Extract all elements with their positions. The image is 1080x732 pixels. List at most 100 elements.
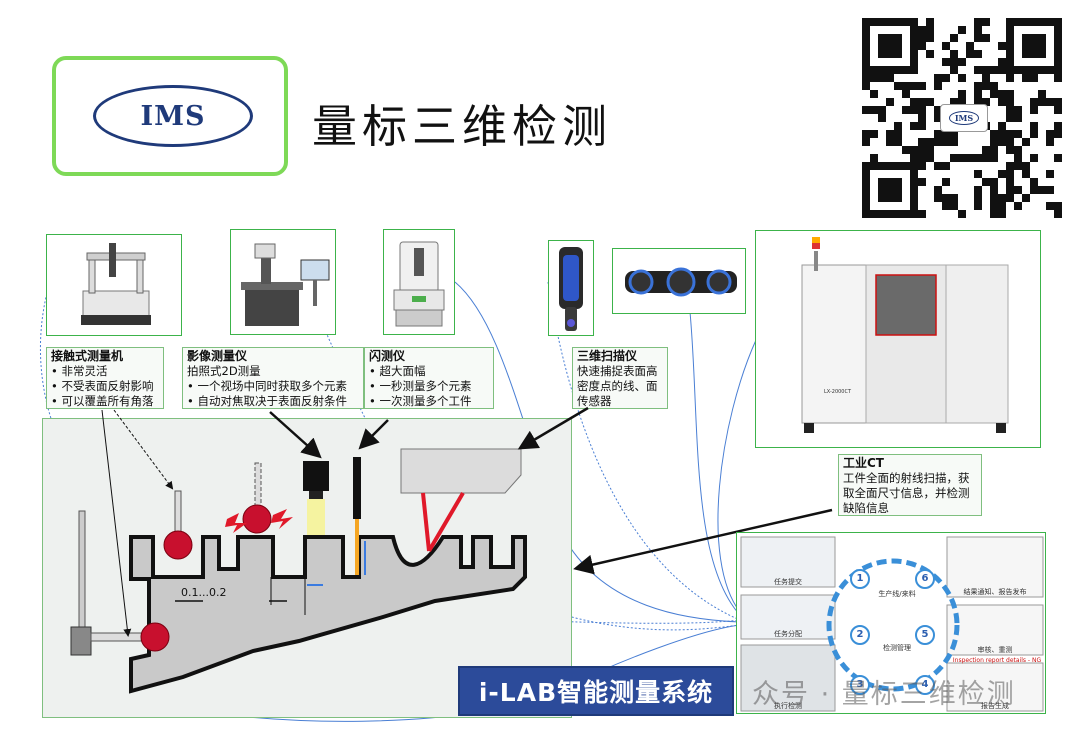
handheld-scanner-icon <box>559 247 583 331</box>
qr-module <box>918 34 926 42</box>
watermark: 众号 · 量标三维检测 <box>752 679 1016 710</box>
qr-module <box>870 74 878 82</box>
arrow-flash <box>358 419 389 450</box>
qr-module <box>862 74 870 82</box>
qr-module <box>998 98 1006 106</box>
optical-scanner-icon <box>625 267 737 297</box>
qr-module <box>870 154 878 162</box>
ilab-step-number: 1 <box>850 569 870 589</box>
qr-module <box>918 26 926 34</box>
qr-module <box>918 114 926 122</box>
qr-module <box>934 74 942 82</box>
scanner-image <box>548 240 594 336</box>
qr-module <box>1054 130 1062 138</box>
ilab-banner: i-LAB智能测量系统 <box>458 666 734 716</box>
qr-module <box>1014 114 1022 122</box>
qr-module <box>934 138 942 146</box>
qr-module <box>942 138 950 146</box>
qr-module <box>990 130 998 138</box>
qr-module <box>1030 98 1038 106</box>
qr-module <box>910 122 918 130</box>
flash-point: • 超大面幅 <box>369 364 426 378</box>
qr-module <box>910 154 918 162</box>
vision-description: 影像测量仪 拍照式2D测量 • 一个视场中同时获取多个元素 • 自动对焦取决于表… <box>182 347 364 409</box>
qr-module <box>942 42 950 50</box>
qr-module <box>958 74 966 82</box>
qr-module <box>958 90 966 98</box>
qr-module <box>1038 186 1046 194</box>
qr-module <box>950 50 958 58</box>
qr-module <box>974 18 982 26</box>
qr-module <box>974 98 982 106</box>
qr-module <box>902 106 910 114</box>
qr-module <box>942 194 950 202</box>
qr-module <box>926 18 934 26</box>
qr-module <box>974 194 982 202</box>
qr-module <box>998 210 1006 218</box>
qr-module <box>926 138 934 146</box>
ct-title: 工业CT <box>843 456 884 470</box>
vision-title: 影像测量仪 <box>187 349 248 363</box>
qr-finder <box>878 34 902 58</box>
qr-module <box>1030 178 1038 186</box>
qr-module <box>1046 138 1054 146</box>
qr-module <box>998 138 1006 146</box>
ilab-panel: 任务提交 任务分配 执行检测 报告生成 审核、重测 结果通知、报告发布 生产线/… <box>736 532 1046 714</box>
qr-module <box>902 90 910 98</box>
qr-finder <box>878 178 902 202</box>
arrow-cmm-2 <box>113 409 174 490</box>
qr-module <box>1054 98 1062 106</box>
qr-module <box>934 130 942 138</box>
qr-module <box>934 114 942 122</box>
qr-module <box>870 106 878 114</box>
qr-module <box>998 90 1006 98</box>
cmm-point: • 可以覆盖所有角落 <box>51 394 154 408</box>
qr-module <box>1014 186 1022 194</box>
ilab-cycle-label: 检测管理 <box>883 644 911 652</box>
qr-module <box>1030 130 1038 138</box>
connector-scanner <box>547 281 741 621</box>
cmm-title: 接触式测量机 <box>51 349 124 363</box>
qr-module <box>886 74 894 82</box>
qr-module <box>1022 170 1030 178</box>
connector-camera <box>689 311 741 616</box>
qr-module <box>990 210 998 218</box>
logo-frame: IMS <box>52 56 288 176</box>
ct-description: 工业CT 工件全面的射线扫描，获取全面尺寸信息，并检测缺陷信息 <box>838 454 982 516</box>
qr-module <box>894 130 902 138</box>
qr-module <box>990 66 998 74</box>
qr-module <box>926 50 934 58</box>
qr-module <box>958 58 966 66</box>
qr-module <box>1046 170 1054 178</box>
qr-module <box>998 122 1006 130</box>
qr-module <box>1006 186 1014 194</box>
qr-module <box>1054 154 1062 162</box>
qr-module <box>918 82 926 90</box>
qr-logo-text: IMS <box>948 111 980 125</box>
qr-module <box>870 130 878 138</box>
ct-desc: 工件全面的射线扫描，获取全面尺寸信息，并检测缺陷信息 <box>843 471 970 515</box>
qr-module <box>990 146 998 154</box>
qr-module <box>1006 194 1014 202</box>
qr-module <box>926 154 934 162</box>
camera-scanner-image <box>612 248 746 314</box>
qr-module <box>862 106 870 114</box>
qr-module <box>1014 154 1022 162</box>
qr-module <box>974 50 982 58</box>
qr-module <box>1022 162 1030 170</box>
qr-module <box>974 82 982 90</box>
ilab-step-number: 2 <box>850 625 870 645</box>
qr-module <box>902 146 910 154</box>
arrow-cmm-1 <box>101 409 132 637</box>
qr-module <box>958 154 966 162</box>
qr-module <box>918 146 926 154</box>
qr-module <box>990 90 998 98</box>
qr-code[interactable]: IMS <box>862 18 1062 218</box>
qr-module <box>934 194 942 202</box>
flash-title: 闪测仪 <box>369 349 406 363</box>
qr-module <box>974 34 982 42</box>
qr-module <box>998 194 1006 202</box>
qr-module <box>1038 98 1046 106</box>
qr-module <box>1022 194 1030 202</box>
qr-module <box>1006 146 1014 154</box>
